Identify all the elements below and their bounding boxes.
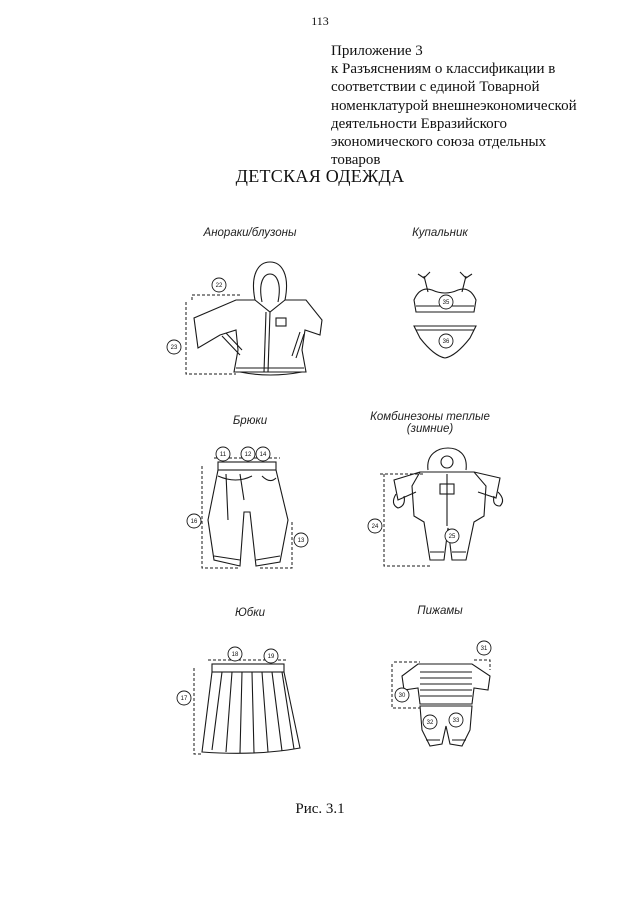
caption-overalls: Комбинезоны теплые (зимние)	[360, 411, 500, 435]
marker-label: 30	[399, 693, 406, 699]
marker-label: 16	[191, 519, 198, 525]
caption-skirts: Юбки	[234, 607, 266, 619]
marker-label: 32	[427, 720, 434, 726]
appendix-line: Приложение 3	[331, 43, 423, 59]
marker-label: 36	[443, 339, 450, 345]
marker-17	[176, 690, 192, 706]
marker-35	[438, 294, 454, 310]
marker-25	[444, 528, 460, 544]
marker-label: 13	[298, 538, 305, 544]
caption-pajamas: Пижамы	[417, 605, 463, 617]
marker-31	[476, 640, 492, 656]
marker-label: 22	[216, 283, 223, 289]
marker-label: 23	[171, 345, 178, 351]
marker-14	[255, 446, 271, 462]
marker-label: 25	[449, 534, 456, 540]
trousers-drawing	[201, 457, 293, 569]
pajamas-drawing	[391, 659, 491, 747]
caption-overalls-line: (зимние)	[406, 423, 454, 435]
page-title: ДЕТСКАЯ ОДЕЖДА	[235, 166, 405, 186]
marker-23	[166, 339, 182, 355]
marker-label: 33	[453, 718, 460, 724]
page-number: 113	[311, 14, 329, 28]
marker-label: 18	[232, 652, 239, 658]
appendix-line: к Разъяснениям о классификации в	[331, 61, 556, 78]
caption-overalls-line: Комбинезоны теплые	[370, 411, 490, 423]
marker-24	[367, 518, 383, 534]
marker-22	[211, 277, 227, 293]
caption-anoraks: Анораки/блузоны	[203, 227, 297, 239]
marker-label: 31	[481, 646, 488, 652]
appendix-line: экономического союза отдельных	[331, 134, 547, 151]
marker-32	[422, 714, 438, 730]
appendix-line: номенклатурой внешнеэкономической	[331, 97, 577, 114]
marker-label: 17	[181, 696, 188, 702]
marker-label: 12	[245, 452, 252, 458]
appendix-line: товаров	[331, 152, 381, 169]
marker-36	[438, 333, 454, 349]
appendix-header: Приложение 3 к Разъяснениям о классифика…	[331, 42, 611, 169]
skirt-drawing	[193, 659, 301, 755]
caption-swimsuit: Купальник	[412, 227, 468, 239]
marker-33	[448, 712, 464, 728]
marker-30	[394, 687, 410, 703]
marker-16	[186, 513, 202, 529]
marker-13	[293, 532, 309, 548]
figure-caption: Рис. 3.1	[295, 801, 345, 817]
caption-trousers: Брюки	[232, 415, 268, 427]
marker-label: 14	[260, 452, 267, 458]
marker-label: 24	[372, 524, 379, 530]
marker-11	[215, 446, 231, 462]
marker-19	[263, 648, 279, 664]
appendix-line: деятельности Евразийского	[331, 115, 507, 132]
marker-label: 35	[443, 300, 450, 306]
marker-label: 11	[220, 452, 227, 458]
anorak-drawing	[185, 261, 323, 376]
marker-label: 19	[268, 654, 275, 660]
swimsuit-drawing	[413, 271, 477, 359]
appendix-line: соответствии с единой Товарной	[331, 79, 540, 96]
marker-18	[227, 646, 243, 662]
overalls-drawing	[380, 447, 504, 567]
marker-12	[240, 446, 256, 462]
